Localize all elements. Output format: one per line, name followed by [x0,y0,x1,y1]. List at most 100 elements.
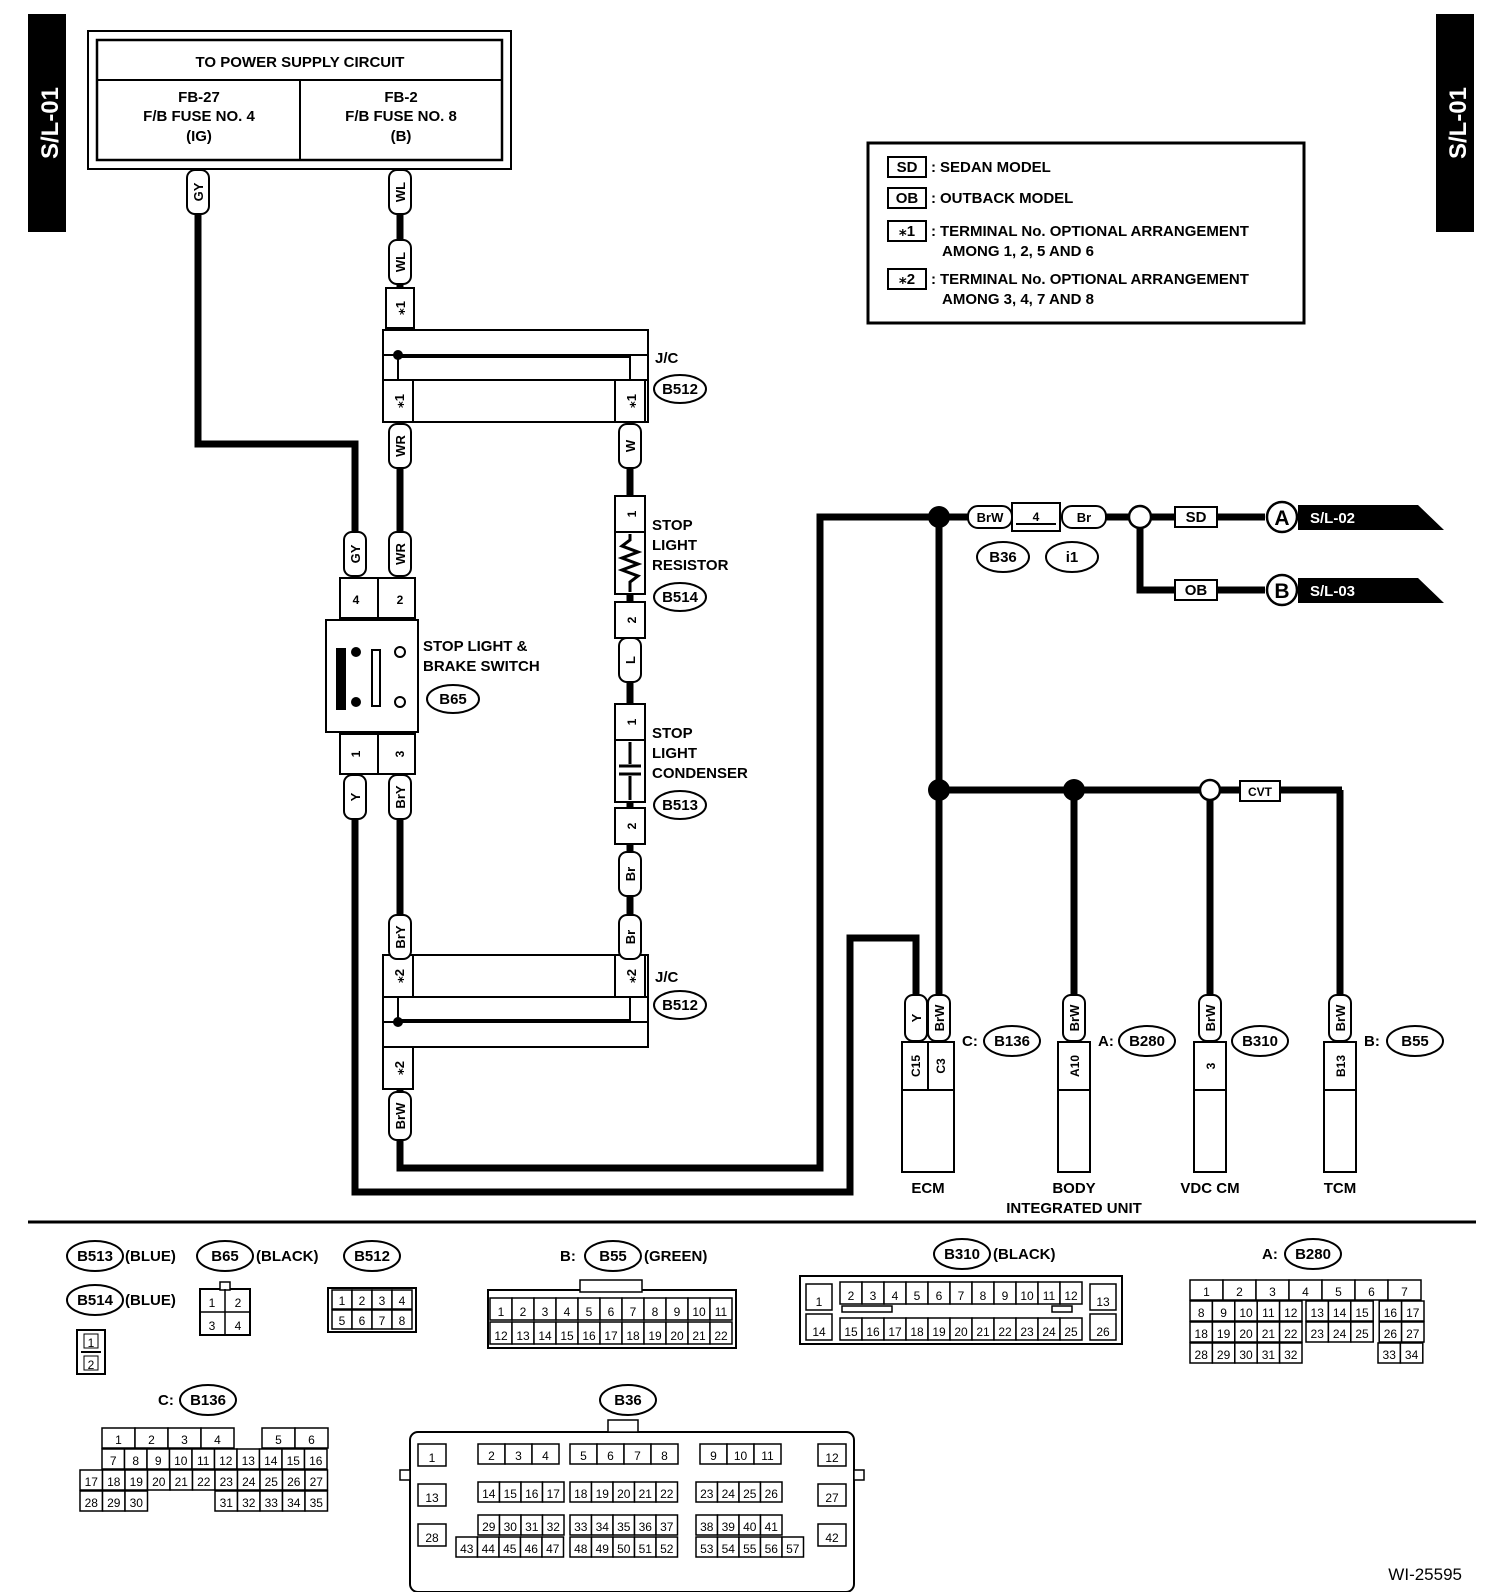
svg-text:B514: B514 [662,589,699,606]
svg-text:1: 1 [429,1451,436,1465]
pin-cell: 12 [1278,1300,1303,1322]
svg-text:3: 3 [1269,1285,1276,1299]
pin-cell: 5 [1321,1279,1356,1301]
svg-text:20: 20 [1239,1327,1253,1341]
svg-text:B:: B: [1364,1033,1380,1050]
svg-text:Y: Y [909,1013,924,1022]
pin-cell: 30 [498,1514,522,1536]
pin-cell: 32 [236,1490,261,1512]
jc-label: J/C [655,969,679,986]
jc-label: J/C [655,350,679,367]
svg-text:5: 5 [580,1449,587,1463]
svg-text:8: 8 [661,1449,668,1463]
svg-text:16: 16 [866,1325,880,1339]
pin-cell: 11 [709,1297,733,1321]
pin-cell: 19 [927,1317,951,1341]
svg-text:B36: B36 [989,549,1017,566]
pin-cell: 16 [577,1321,601,1345]
svg-text:24: 24 [1333,1327,1347,1341]
fuse-right-line2: F/B FUSE NO. 8 [345,108,457,125]
svg-text:B310: B310 [944,1246,980,1263]
fuse-left-line1: FB-27 [178,89,220,106]
svg-text:19: 19 [1217,1327,1231,1341]
svg-text:17: 17 [85,1475,99,1489]
pin-cell: 25 [1059,1317,1083,1341]
pin-cell: 9 [665,1297,689,1321]
svg-text:6: 6 [308,1433,315,1447]
svg-text:53: 53 [700,1542,714,1556]
svg-text:39: 39 [722,1520,736,1534]
legend-item-sd: SD : SEDAN MODEL [887,156,1051,178]
pin-star2: ⁎2 [624,969,639,983]
pin-cell: 12 [213,1448,238,1470]
svg-text:34: 34 [596,1520,610,1534]
svg-text:BrY: BrY [393,925,408,948]
pin-cell: 26 [281,1469,306,1491]
svg-text:CVT: CVT [1248,785,1273,799]
pin-cell: 41 [759,1514,783,1536]
svg-text:LIGHT: LIGHT [652,745,697,762]
tag-br2: Br [618,914,642,960]
svg-text:20: 20 [152,1475,166,1489]
connector-legend: B513 (BLUE) B514 (BLUE) 1 2 B65 (BLACK) … [66,1238,1425,1592]
svg-text:1: 1 [115,1433,122,1447]
pin-cell: 17 [883,1317,907,1341]
pin-cell: 8 [1189,1300,1214,1322]
svg-text:21: 21 [976,1325,990,1339]
svg-text:9: 9 [1220,1306,1227,1320]
svg-text:7: 7 [634,1449,641,1463]
svg-text:2: 2 [235,1296,242,1310]
svg-text:LIGHT: LIGHT [652,537,697,554]
svg-text:13: 13 [1096,1295,1110,1309]
fuse-right-line1: FB-2 [384,89,417,106]
pin-cell: 5 [577,1297,601,1321]
svg-text:23: 23 [1020,1325,1034,1339]
svg-text:14: 14 [482,1487,496,1501]
pin-cell: 13 [1305,1300,1330,1322]
svg-text:L: L [623,656,638,664]
pin-cell: 4 [531,1443,560,1465]
svg-text:13: 13 [516,1329,530,1343]
svg-text:B514: B514 [77,1292,114,1309]
svg-text:31: 31 [220,1496,234,1510]
svg-text:GY: GY [348,544,363,563]
svg-text:27: 27 [1406,1327,1420,1341]
svg-text:6: 6 [359,1314,366,1328]
body-integrated-unit: BrW A10 BODY INTEGRATED UNIT A: B280 [1006,994,1176,1217]
fuse-right-line3: (B) [391,128,412,145]
svg-text:1: 1 [88,1336,95,1350]
pin-cell: 25 [259,1469,284,1491]
svg-text:19: 19 [130,1475,144,1489]
wire-tags: GY WL WL ⁎1 WR W GY WR L Y BrY Br BrY Br… [186,169,642,1141]
svg-text:3: 3 [181,1433,188,1447]
pin-cell: 1 [417,1443,447,1467]
svg-text:WL: WL [393,252,408,272]
tag-br: Br [618,851,642,897]
svg-text:C15: C15 [909,1055,923,1077]
svg-text:35: 35 [617,1520,631,1534]
pin-cell: 1 [101,1427,136,1449]
tag-wl: WL [388,169,412,215]
pin-cell: 44 [476,1536,500,1558]
pin-cell: 4 [391,1289,413,1310]
pin-cell: 57 [781,1536,805,1558]
svg-text:25: 25 [1355,1327,1369,1341]
svg-text:16: 16 [309,1454,323,1468]
pin-cell: 34 [281,1490,306,1512]
pin-cell: 14 [805,1313,833,1341]
legend-box: SD : SEDAN MODEL OB : OUTBACK MODEL ⁎1 :… [866,141,1306,325]
svg-text:26: 26 [1096,1325,1110,1339]
svg-text:STOP: STOP [652,725,693,742]
svg-text:4: 4 [353,593,360,607]
svg-text:31: 31 [1262,1348,1276,1362]
svg-text:RESISTOR: RESISTOR [652,557,729,574]
pin-cell: 15 [498,1481,522,1503]
svg-text:11: 11 [197,1454,210,1468]
svg-text:23: 23 [1311,1327,1325,1341]
legend-desc: TERMINAL No. OPTIONAL ARRANGEMENT [940,223,1249,240]
svg-text:11: 11 [1043,1289,1056,1303]
svg-text:10: 10 [734,1449,748,1463]
pin-cell: 16 [520,1481,544,1503]
legend-code: SD [897,159,918,176]
